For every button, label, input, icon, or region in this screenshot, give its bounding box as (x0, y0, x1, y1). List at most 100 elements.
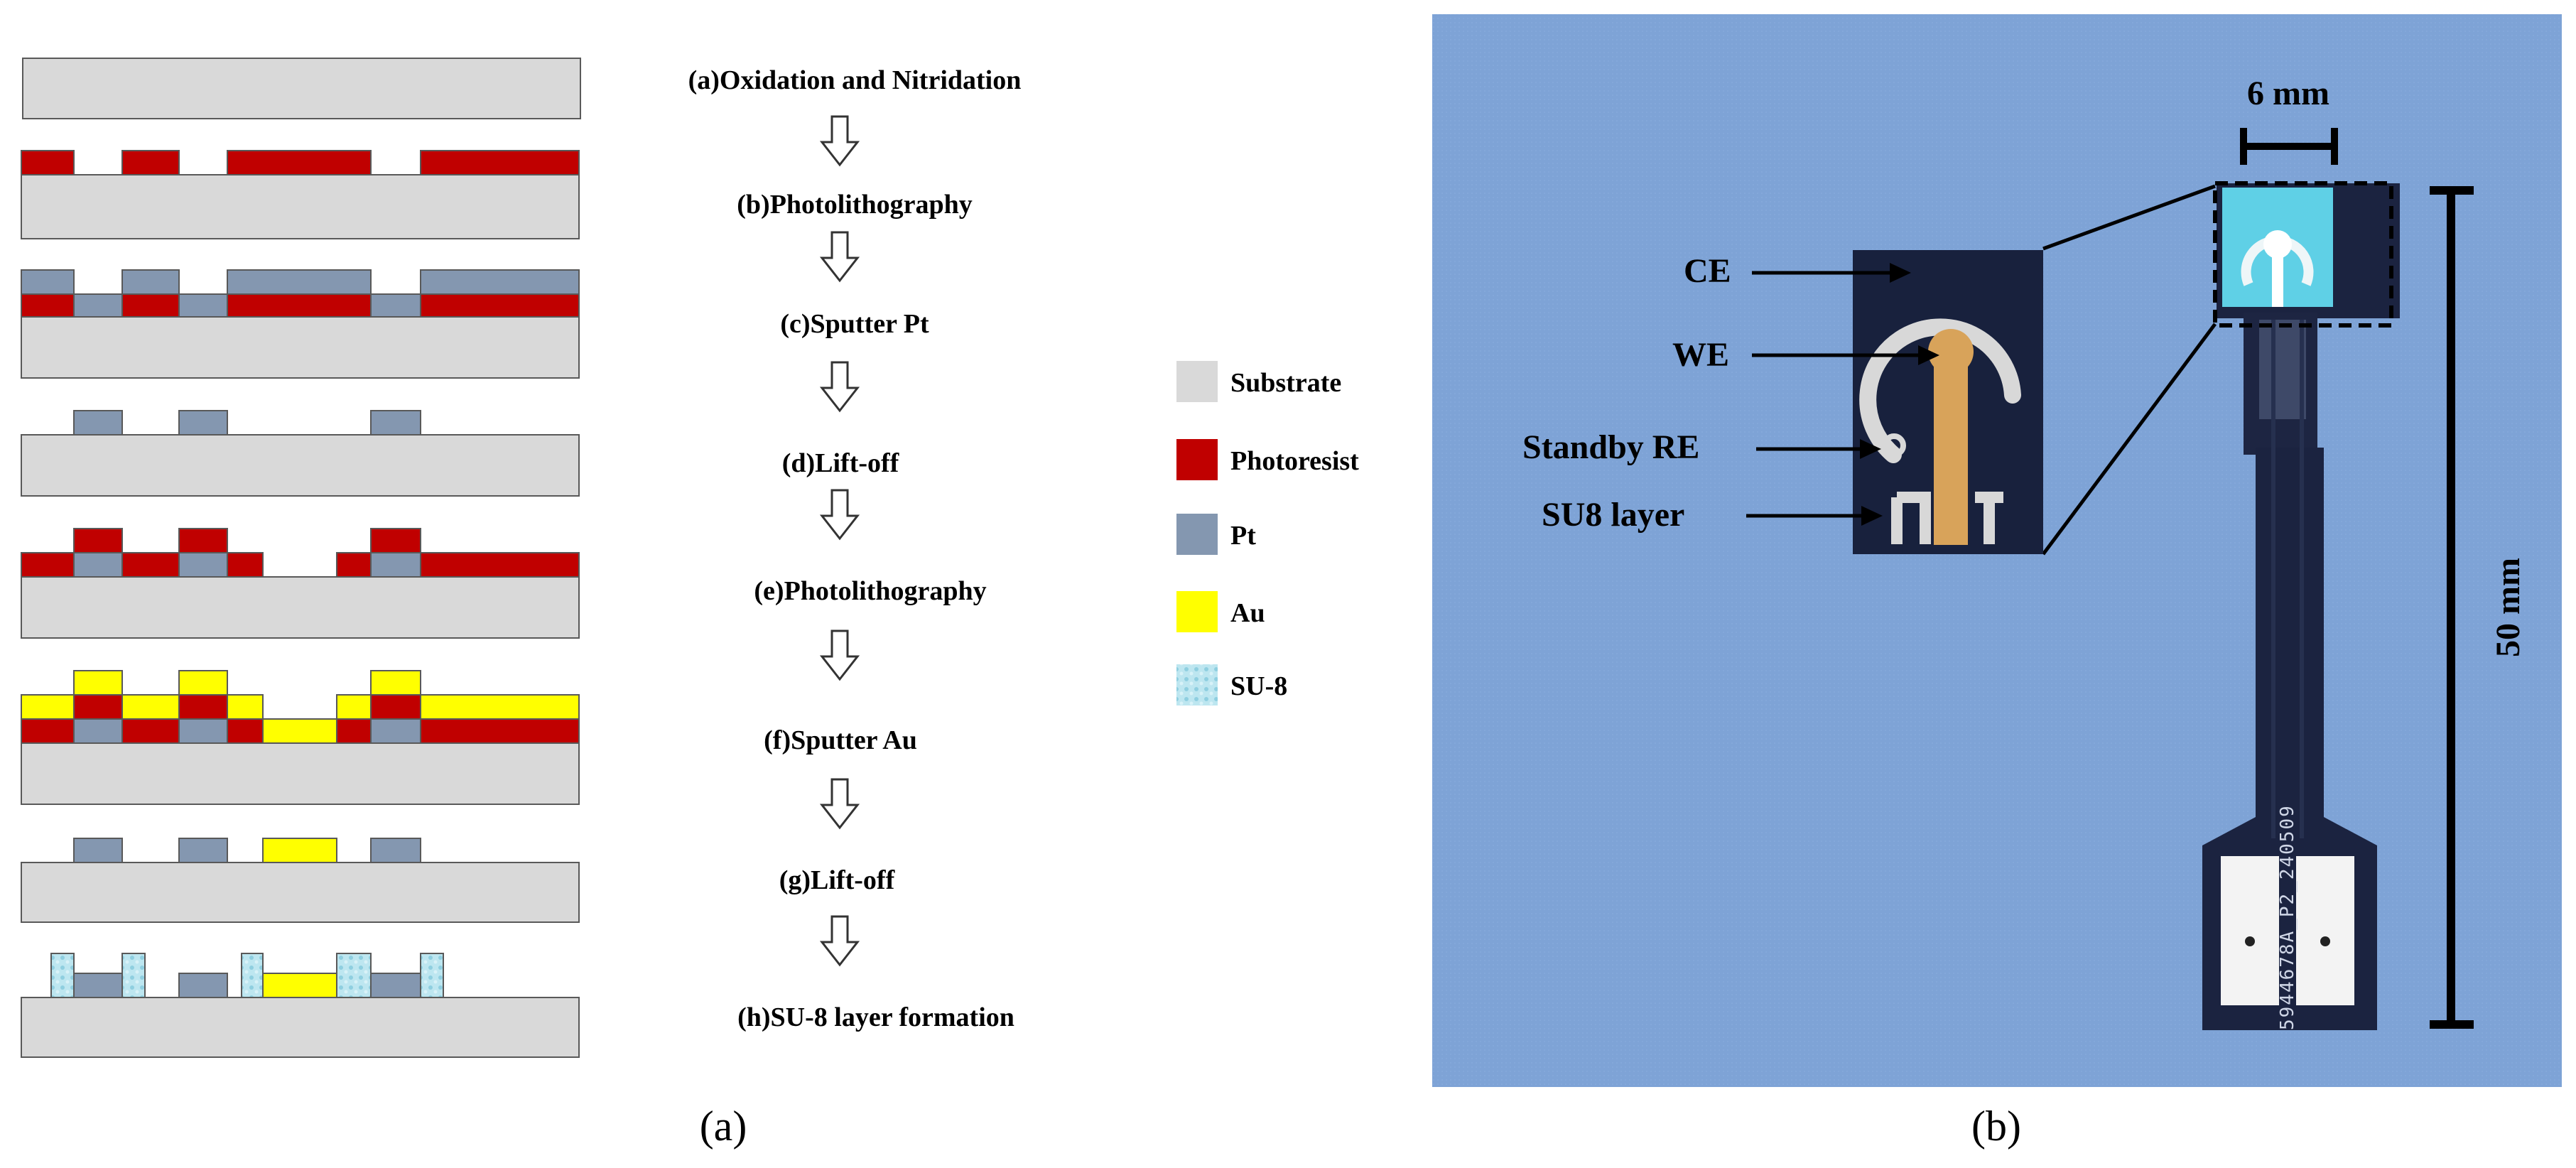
legend-swatch-au (1176, 591, 1218, 632)
photoresist (178, 694, 228, 720)
step-label-h: (h)SU-8 layer formation (737, 1002, 1014, 1032)
cross-section-e (21, 528, 580, 639)
down-arrow-icon (819, 231, 860, 283)
au-layer (262, 718, 337, 744)
photoresist (121, 718, 180, 744)
pt-layer (121, 269, 180, 295)
device-photo: 5944678A_P2_240509 CE WE (1432, 14, 2562, 1087)
chip-serial-text: 5944678A_P2_240509 (2277, 804, 2298, 1030)
legend-label-pt: Pt (1230, 521, 1256, 551)
cross-section-f (21, 670, 580, 805)
photoresist (420, 718, 580, 744)
down-arrow-icon (819, 915, 860, 967)
photoresist (370, 528, 421, 553)
legend-swatch-substrate (1176, 361, 1218, 402)
substrate (22, 58, 581, 119)
arrows (819, 115, 860, 967)
pt-layer (227, 269, 372, 295)
photoresist (21, 552, 75, 578)
au-layer (178, 670, 228, 696)
standby-re (1882, 433, 1906, 458)
trace-left (1891, 492, 1931, 544)
label-we: WE (1672, 336, 1729, 374)
pt-layer (420, 269, 580, 295)
photoresist (227, 293, 372, 318)
pt-layer (178, 838, 228, 863)
down-arrow-icon (819, 115, 860, 167)
su8-layer (420, 953, 444, 998)
arrowhead-icon (1890, 263, 1911, 283)
substrate (21, 997, 580, 1058)
photoresist (227, 552, 264, 578)
down-arrow-icon (819, 778, 860, 830)
photoresist (21, 293, 75, 318)
pt-layer (178, 718, 228, 744)
step-label-a: (a)Oxidation and Nitridation (688, 65, 1022, 95)
pt-layer (370, 718, 421, 744)
we-lead (2272, 244, 2283, 307)
photoresist (178, 528, 228, 553)
legend-label-su8: SU-8 (1230, 671, 1287, 701)
pt-layer (73, 973, 123, 998)
zoom-inset (1853, 250, 2043, 554)
step-list: (a)Oxidation and Nitridation (b)Photolit… (688, 65, 1022, 1032)
step-label-b: (b)Photolithography (737, 190, 972, 220)
pt-layer (178, 552, 228, 578)
zoom-line (2042, 184, 2216, 251)
via-hole (2320, 936, 2330, 946)
legend-swatch-su8 (1176, 664, 1218, 705)
zoom-line (2041, 323, 2217, 556)
legend-label-au: Au (1230, 598, 1265, 628)
photoresist (420, 293, 580, 318)
pt-layer (178, 293, 228, 318)
su8-layer (50, 953, 75, 998)
strip-body (2256, 448, 2324, 817)
cross-section-a (22, 58, 581, 119)
substrate (21, 742, 580, 805)
pt-layer (370, 410, 421, 436)
pt-layer (178, 410, 228, 436)
au-layer (370, 670, 421, 696)
photoresist (121, 150, 180, 175)
arrowhead-icon (1918, 345, 1939, 365)
pt-layer (73, 410, 123, 436)
legend-swatch-photoresist (1176, 439, 1218, 480)
au-layer (336, 694, 372, 720)
contact-pad (2296, 856, 2354, 1005)
legend-swatch-pt (1176, 514, 1218, 555)
au-layer (262, 838, 337, 863)
step-label-g: (g)Lift-off (779, 865, 896, 895)
roi-box (2213, 181, 2393, 328)
pt-layer (370, 838, 421, 863)
substrate (21, 434, 580, 497)
photoresist (121, 293, 180, 318)
photoresist (336, 552, 372, 578)
step-label-f: (f)Sputter Au (764, 725, 917, 755)
arrowhead-icon (1860, 439, 1881, 459)
photoresist (227, 150, 372, 175)
down-arrow-icon (819, 489, 860, 541)
scale-label-6mm: 6 mm (2247, 75, 2329, 112)
photoresist (121, 552, 180, 578)
au-layer (420, 694, 580, 720)
legend-label-substrate: Substrate (1230, 368, 1341, 398)
label-standby-re: Standby RE (1522, 428, 1699, 466)
su8-layer (121, 953, 146, 998)
photoresist (73, 694, 123, 720)
photoresist (21, 718, 75, 744)
label-ce: CE (1684, 252, 1731, 290)
au-layer (227, 694, 264, 720)
photoresist (21, 150, 75, 175)
step-label-c: (c)Sputter Pt (780, 309, 929, 339)
substrate (21, 316, 580, 379)
photoresist (73, 528, 123, 553)
arrowhead-icon (1861, 506, 1883, 526)
contact-pad (2221, 856, 2279, 1005)
legend-label-photoresist: Photoresist (1230, 446, 1359, 476)
via-hole (2245, 936, 2255, 946)
photoresist (420, 552, 580, 578)
counter-electrode (1859, 318, 2021, 463)
legend: Substrate Photoresist Pt Au SU-8 (1176, 361, 1359, 705)
cross-section-g (21, 838, 580, 923)
